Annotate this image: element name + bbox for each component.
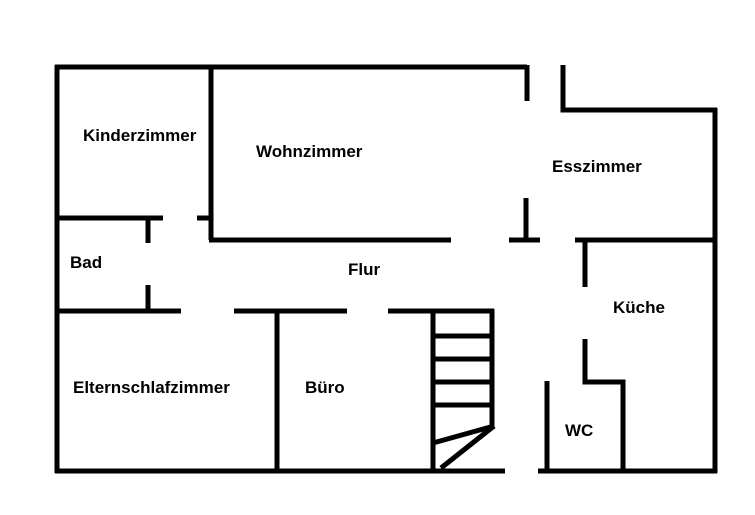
label-kinderzimmer: Kinderzimmer (83, 126, 197, 145)
label-wohnzimmer: Wohnzimmer (256, 142, 363, 161)
label-bad: Bad (70, 253, 102, 272)
label-elternschlafzimmer: Elternschlafzimmer (73, 378, 230, 397)
outer-walls (54, 64, 718, 474)
label-kueche: Küche (613, 298, 665, 317)
staircase (430, 309, 496, 473)
interior-walls (57, 65, 717, 473)
label-flur: Flur (348, 260, 380, 279)
label-wc: WC (565, 421, 593, 440)
room-labels: Kinderzimmer Wohnzimmer Esszimmer Bad Fl… (70, 126, 665, 440)
label-esszimmer: Esszimmer (552, 157, 642, 176)
label-buero: Büro (305, 378, 345, 397)
